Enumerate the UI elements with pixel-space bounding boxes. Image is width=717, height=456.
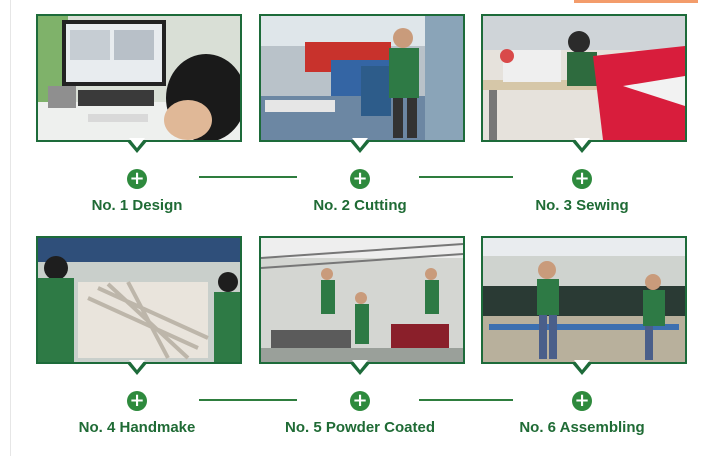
plus-icon: + xyxy=(127,391,147,411)
left-border-line xyxy=(10,0,11,456)
down-pointer-icon xyxy=(126,360,148,375)
step-label: No. 6 Assembling xyxy=(519,419,645,436)
connector-line xyxy=(419,176,513,178)
step-label: No. 4 Handmake xyxy=(78,419,196,436)
down-pointer-icon xyxy=(571,138,593,153)
connector-line xyxy=(199,399,297,401)
sewing-photo xyxy=(481,14,687,142)
plus-icon: + xyxy=(572,169,592,189)
step-label: No. 3 Sewing xyxy=(535,197,629,214)
down-pointer-icon xyxy=(126,138,148,153)
step-label: No. 5 Powder Coated xyxy=(284,419,436,436)
top-accent-bar xyxy=(574,0,698,3)
plus-icon: + xyxy=(572,391,592,411)
assembling-photo xyxy=(481,236,687,364)
handmake-photo xyxy=(36,236,242,364)
cutting-photo xyxy=(259,14,465,142)
down-pointer-icon xyxy=(349,138,371,153)
connector-line xyxy=(419,399,513,401)
plus-icon: + xyxy=(350,391,370,411)
step-label: No. 2 Cutting xyxy=(313,197,407,214)
connector-line xyxy=(199,176,297,178)
down-pointer-icon xyxy=(571,360,593,375)
powder-coated-photo xyxy=(259,236,465,364)
plus-icon: + xyxy=(350,169,370,189)
down-pointer-icon xyxy=(349,360,371,375)
plus-icon: + xyxy=(127,169,147,189)
step-label: No. 1 Design xyxy=(91,197,183,214)
design-photo xyxy=(36,14,242,142)
